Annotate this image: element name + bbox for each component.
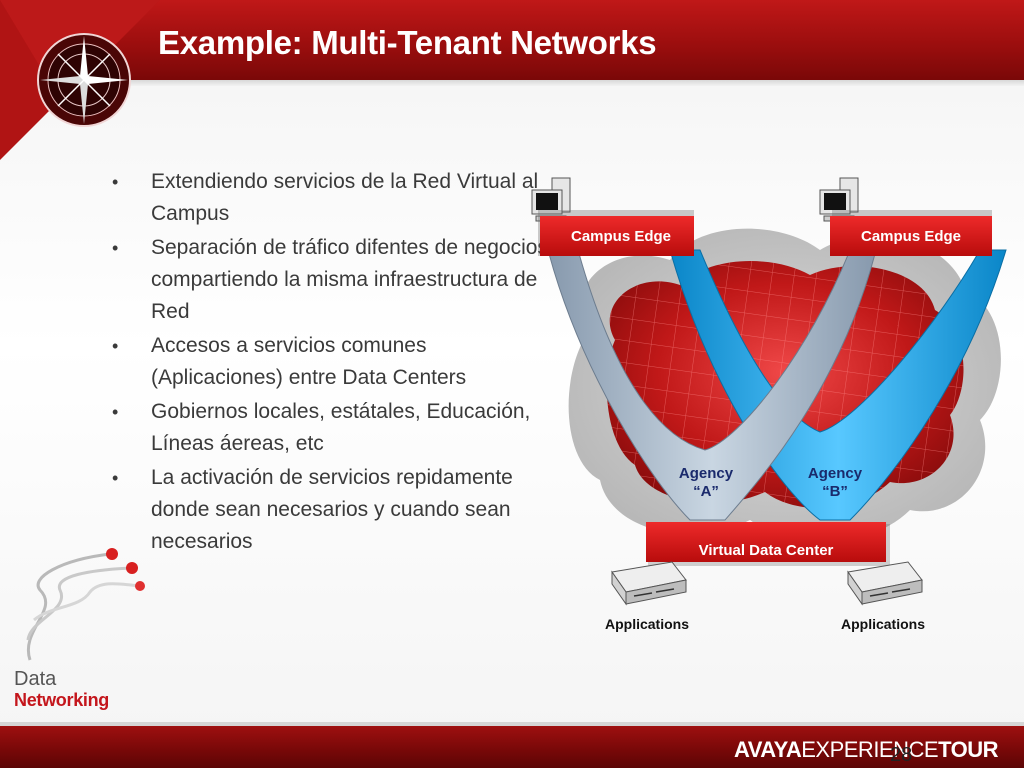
agency-a-label-line2: “A” (693, 483, 719, 500)
multi-tenant-diagram: Campus Edge Campus Edge Agency “A” Agenc… (531, 177, 1007, 632)
applications-left-label: Applications (605, 616, 689, 632)
header-divider (0, 80, 1024, 86)
campus-edge-left-label: Campus Edge (571, 228, 671, 245)
bullet-dot-icon: • (112, 402, 119, 422)
bullet-text: Separación de tráfico difentes de negoci… (151, 236, 548, 323)
brand-avaya: AVAYA (734, 737, 802, 762)
campus-edge-right-label: Campus Edge (861, 228, 961, 245)
fiber-cable-icon (26, 548, 145, 661)
page-number: 28 (890, 744, 913, 766)
brand-tour: TOUR (938, 737, 998, 762)
avaya-experience-tour-logo: AVAYAEXPERIENCETOUR (734, 737, 998, 763)
campus-edge-right-box: Campus Edge (830, 210, 992, 256)
workstation-icon-left (531, 177, 571, 222)
bullet-item: • Separación de tráfico difentes de negoc… (108, 232, 558, 328)
compass-logo-icon (0, 0, 160, 160)
bullet-dot-icon: • (112, 238, 119, 258)
bullet-dot-icon: • (112, 172, 119, 192)
bullet-dot-icon: • (112, 468, 119, 488)
agency-a-label-line1: Agency (679, 465, 734, 482)
agency-b-label-line2: “B” (822, 483, 848, 500)
virtual-data-center-box: Virtual Data Center (646, 522, 890, 566)
virtual-data-center-label: Virtual Data Center (699, 542, 834, 559)
bullet-list: • Extendiendo servicios de la Red Virtual… (108, 166, 558, 560)
slide-title: Example: Multi-Tenant Networks (158, 24, 657, 61)
bullet-item: • Accesos a servicios comunes (Aplicacion… (108, 330, 558, 394)
bullet-text: Extendiendo servicios de la Red Virtual … (151, 170, 539, 225)
bullet-text: Accesos a servicios comunes (Aplicacione… (151, 334, 467, 389)
header-bar (0, 0, 1024, 80)
brand-experience: EXPERIENCE (801, 737, 939, 762)
brand-networking-text: Networking (14, 690, 110, 710)
bullet-item: • Extendiendo servicios de la Red Virtual… (108, 166, 558, 230)
bullet-dot-icon: • (112, 336, 119, 356)
bullet-item: • Gobiernos locales, estátales, Educación… (108, 396, 558, 460)
bullet-text: Gobiernos locales, estátales, Educación,… (151, 400, 531, 455)
brand-data-text: Data (14, 668, 57, 690)
campus-edge-left-box: Campus Edge (538, 210, 694, 256)
agency-b-label-line1: Agency (808, 465, 863, 482)
footer-bar (0, 726, 1024, 768)
bullet-text: La activación de servicios repidamente d… (151, 466, 513, 553)
server-icon-right (847, 561, 923, 606)
server-icon-left (611, 561, 687, 606)
bullet-item: • La activación de servicios repidamente … (108, 462, 558, 558)
applications-right-label: Applications (841, 616, 925, 632)
footer-divider (0, 722, 1024, 726)
